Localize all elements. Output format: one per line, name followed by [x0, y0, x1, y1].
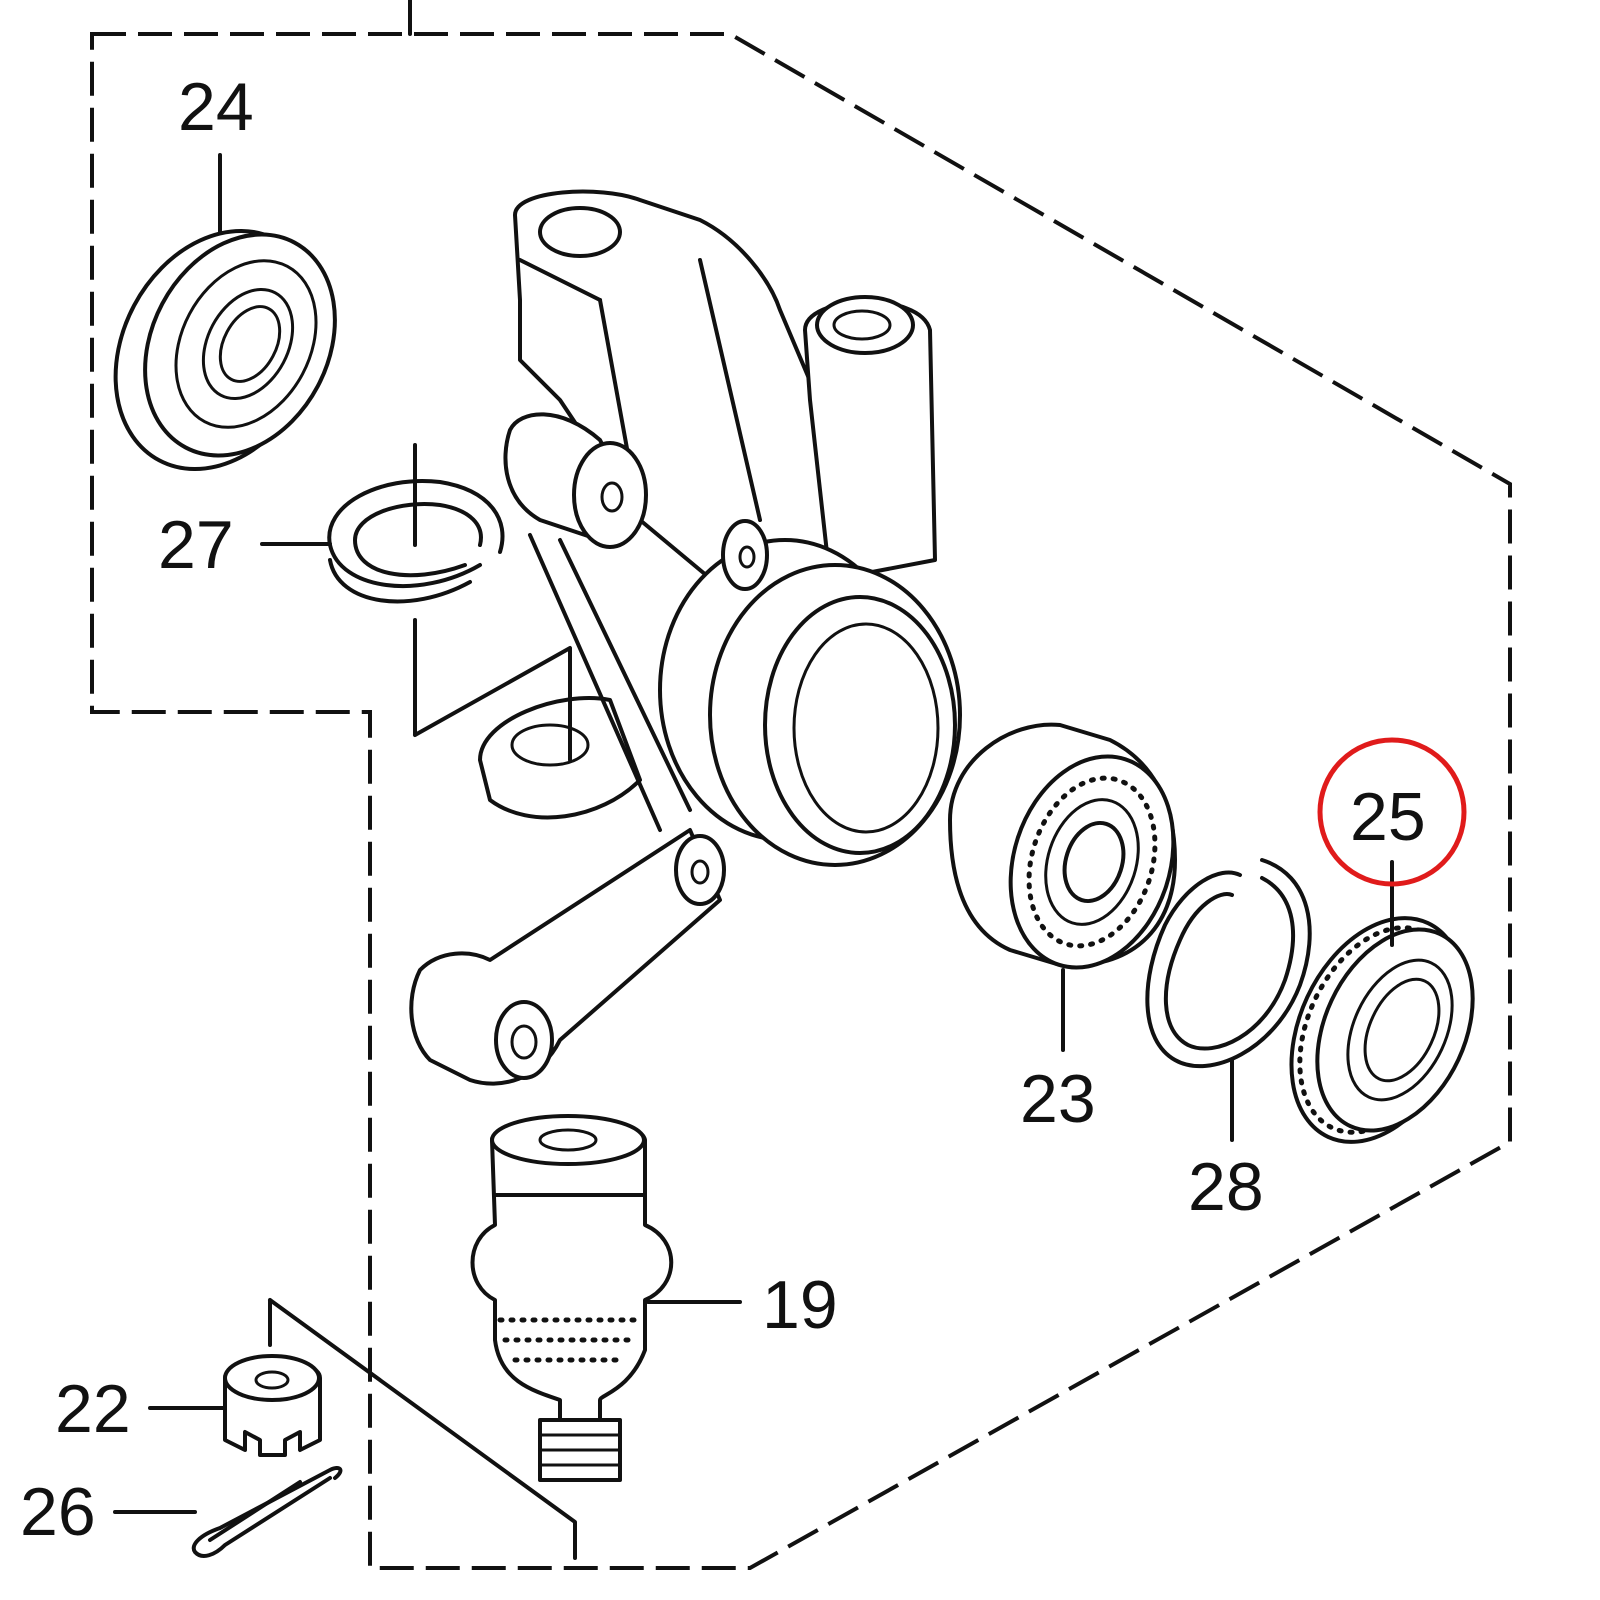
steering-knuckle	[409, 189, 962, 1086]
bearing-23	[948, 722, 1177, 1052]
snap-ring-27	[260, 443, 505, 604]
ball-joint-19	[268, 1114, 742, 1560]
callout-25: 25	[1350, 779, 1426, 855]
cotter-pin-26	[113, 1466, 343, 1558]
oil-seal-24	[113, 153, 337, 472]
callout-27: 27	[158, 507, 234, 583]
callout-23: 23	[1020, 1061, 1096, 1137]
circlip-28	[1145, 858, 1312, 1142]
callout-19: 19	[762, 1267, 838, 1343]
callout-24: 24	[178, 69, 254, 145]
callout-26: 26	[20, 1474, 96, 1550]
callout-28: 28	[1188, 1149, 1264, 1225]
highlight-circle	[1317, 737, 1467, 887]
seal-25	[1289, 860, 1475, 1144]
group-boundary	[90, 0, 1512, 1570]
callout-22: 22	[55, 1371, 131, 1447]
castle-nut-22	[148, 1354, 322, 1457]
